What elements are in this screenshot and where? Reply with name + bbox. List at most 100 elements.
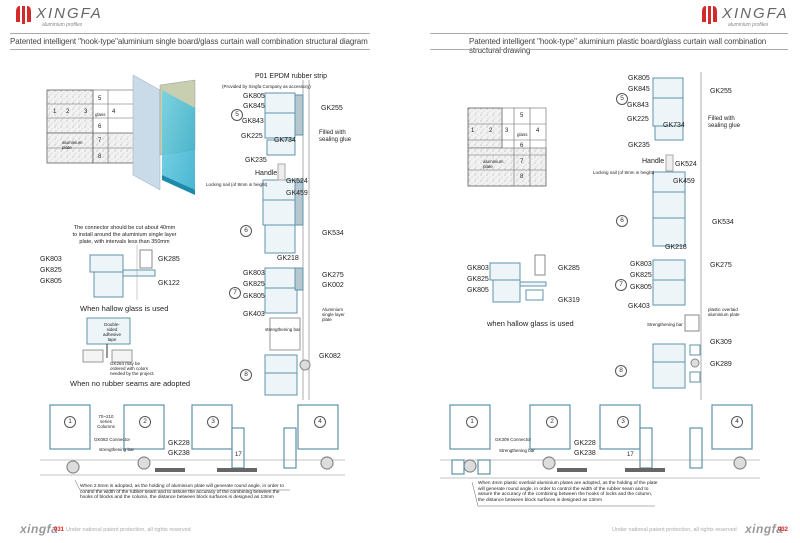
label-gk403: GK403 (628, 303, 650, 310)
page-title-right: Patented intelligent "hook-type" alumini… (469, 37, 767, 55)
label-gk825: GK825 (467, 276, 489, 283)
label-gk002: GK002 (322, 282, 344, 289)
label-locking-nail: Locking nail (of 8mm in height) (206, 182, 268, 187)
label-gk285: GK285 (558, 265, 580, 272)
callout-5: 5 (616, 93, 628, 105)
label-gk524: GK524 (675, 161, 697, 168)
callout-2: 2 (139, 416, 151, 428)
label-gk534: GK534 (712, 219, 734, 226)
header-rule-bottom-right (430, 49, 788, 50)
callout-3: 3 (617, 416, 629, 428)
label-gk238: GK238 (168, 450, 190, 457)
footer-text-right: Under national patent protection, all ri… (612, 527, 737, 533)
footer-brand-right: xingfa (745, 522, 784, 536)
label-gk122: GK122 (158, 280, 180, 287)
label-connector: GK309 Connector (495, 437, 532, 442)
callout-4: 4 (731, 416, 743, 428)
label-gk734: GK734 (274, 137, 296, 144)
hollow-glass-detail-right (489, 254, 547, 303)
grid-label: 6 (520, 143, 524, 149)
label-gk285: GK285 (158, 256, 180, 263)
label-gk805: GK805 (628, 75, 650, 82)
grid-label: 3 (84, 109, 88, 115)
vertical-section-right (652, 72, 702, 400)
label-gk319: GK319 (558, 297, 580, 304)
label-locking-nail: Locking nail (of 8mm in height) (593, 170, 655, 175)
label-connector: GK082 Connector (94, 437, 131, 442)
label-adhesive-tape: Double-sided adhesive tape (102, 322, 121, 342)
dimension-17: 17 (627, 452, 634, 458)
grid-label: glass (95, 112, 106, 117)
horizontal-section-left (40, 404, 345, 491)
label-gk459: GK459 (286, 190, 308, 197)
grid-label: 4 (112, 109, 116, 115)
callout-3: 3 (207, 416, 219, 428)
callout-2: 2 (546, 416, 558, 428)
grid-label: 4 (536, 128, 540, 134)
label-strengthening-bar: Strengthening bar (499, 448, 535, 453)
label-gk289: GK289 (710, 361, 732, 368)
callout-8: 8 (615, 365, 627, 377)
label-provided: (Provided by Xingfa Company as accessory… (222, 84, 311, 89)
caption-hollow-glass: when hallow glass is used (487, 319, 574, 328)
label-gk275: GK275 (710, 262, 732, 269)
grid-label: 8 (98, 154, 102, 160)
grid-label: 5 (520, 113, 524, 119)
label-alu-plate: Aluminium single layer plate (322, 307, 345, 322)
label-gk264-note: GK264 may be ordered with colors needed … (110, 361, 155, 376)
label-gk803: GK803 (467, 265, 489, 272)
callout-7: 7 (615, 279, 627, 291)
label-handle: Handle (642, 158, 665, 165)
label-gk218: GK218 (277, 255, 299, 262)
label-strengthening-bar: Strengthening bar (647, 322, 683, 327)
grid-label: aluminium plate (62, 140, 83, 150)
label-gk803: GK803 (243, 270, 265, 277)
vertical-section-left (262, 80, 311, 400)
label-gk235: GK235 (628, 142, 650, 149)
elevation-grid-right (467, 107, 547, 187)
callout-1: 1 (64, 416, 76, 428)
label-gk524: GK524 (286, 178, 308, 185)
label-gk805: GK805 (630, 284, 652, 291)
grid-label: 2 (489, 128, 493, 134)
bottom-note-right: When 4mm plastic overlaid aluminium plat… (478, 481, 658, 503)
label-gk255: GK255 (321, 105, 343, 112)
footer-brand-left: xingfa (20, 522, 59, 536)
grid-label: 5 (98, 96, 102, 102)
caption-no-rubber-seams: When no rubber seams are adopted (70, 379, 191, 388)
label-gk309: GK309 (710, 339, 732, 346)
label-gk403: GK403 (243, 311, 265, 318)
label-gk082: GK082 (319, 353, 341, 360)
grid-label: 8 (520, 174, 524, 180)
label-p01: P01 EPDM rubber strip (255, 73, 327, 80)
footer-text-left: Under national patent protection, all ri… (66, 527, 191, 533)
label-gk825: GK825 (630, 272, 652, 279)
header-rule-bottom-left (10, 49, 370, 50)
label-gk825: GK825 (40, 267, 62, 274)
label-gk825: GK825 (243, 281, 265, 288)
brand-logo-text-right: XINGFA (722, 5, 789, 22)
callout-6: 6 (616, 215, 628, 227)
page-title-left: Patented intelligent "hook-type"aluminiu… (10, 37, 368, 46)
logo-right (702, 6, 717, 24)
no-seam-detail-left (82, 317, 133, 363)
label-gk218: GK218 (665, 244, 687, 251)
grid-label: 1 (471, 128, 475, 134)
label-gk459: GK459 (673, 178, 695, 185)
label-handle: Handle (255, 170, 278, 177)
hollow-glass-detail-left (89, 245, 156, 300)
label-gk845: GK845 (243, 103, 265, 110)
grid-label: 7 (520, 159, 524, 165)
label-columns: 70~210 series Columns (97, 414, 115, 429)
label-gk843: GK843 (242, 118, 264, 125)
callout-6: 6 (240, 225, 252, 237)
callout-7: 7 (229, 287, 241, 299)
bottom-note-left: When 2.5mm is adopted, as the holding of… (80, 484, 284, 500)
header-rule-top-right (430, 33, 788, 34)
callout-5: 5 (231, 109, 243, 121)
label-gk228: GK228 (168, 440, 190, 447)
grid-label: glass (517, 132, 528, 137)
label-plastic-plate: plastic overlaid aluminium plate (708, 307, 740, 317)
label-gk235: GK235 (245, 157, 267, 164)
